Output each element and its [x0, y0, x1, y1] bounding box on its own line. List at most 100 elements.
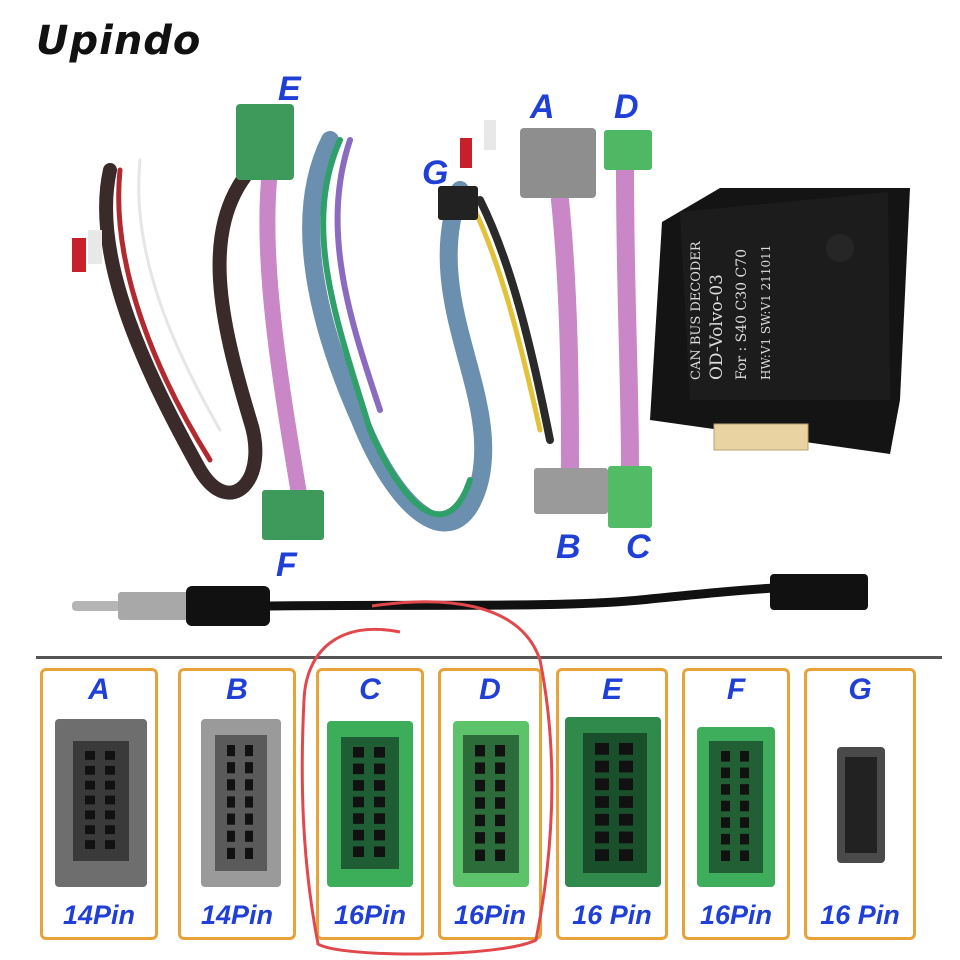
pin-socket	[374, 846, 385, 857]
pin-socket	[85, 780, 95, 790]
pin-socket	[105, 780, 115, 790]
pin-socket	[374, 829, 385, 841]
harness-label-d: D	[614, 88, 639, 126]
pin-socket	[740, 850, 749, 861]
pin-socket	[105, 825, 115, 835]
connector-f-icon	[697, 727, 775, 887]
connector-letter: F	[726, 673, 746, 706]
connector-card-c: C 16Pin	[316, 668, 424, 940]
pin-socket	[85, 840, 95, 849]
pin-socket	[619, 778, 633, 791]
pin-socket	[475, 832, 485, 844]
antenna-cable	[72, 574, 868, 626]
pin-socket	[740, 833, 749, 845]
connector-card-e: E 16 Pin	[556, 668, 668, 940]
connector-pin-count: 16 Pin	[572, 900, 652, 930]
pin-socket	[374, 813, 385, 824]
harness-label-b: B	[556, 528, 581, 566]
harness-label-c: C	[626, 528, 651, 566]
pin-socket	[495, 762, 505, 774]
pin-socket	[721, 817, 730, 828]
connector-pin-count: 14Pin	[62, 900, 136, 930]
connector-g-icon	[837, 747, 885, 863]
pin-socket	[595, 743, 609, 755]
connector-pin-count: 14Pin	[200, 900, 274, 930]
pin-socket	[245, 796, 253, 808]
pin-socket	[721, 800, 730, 812]
pin-socket	[353, 763, 364, 775]
connector-d-icon	[453, 721, 529, 887]
pin-socket	[105, 795, 115, 805]
pin-socket	[227, 813, 235, 825]
pin-socket	[245, 762, 253, 774]
pin-socket	[245, 847, 253, 859]
pin-socket	[353, 846, 364, 857]
pin-socket	[721, 784, 730, 795]
product-photo: CAN BUS DECODER OD-Volvo-03 For : S40 C3…	[72, 104, 910, 626]
pin-socket	[105, 840, 115, 849]
pin-socket	[595, 760, 609, 773]
pin-socket	[475, 797, 485, 809]
pin-socket	[721, 850, 730, 861]
box-line-3: For : S40 C30 C70	[734, 249, 750, 380]
connector-c-icon	[327, 721, 413, 887]
pin-socket	[740, 817, 749, 828]
pin-socket	[85, 795, 95, 805]
pin-socket	[595, 813, 609, 826]
harness-label-g: G	[422, 154, 449, 192]
pin-socket	[105, 810, 115, 820]
pin-socket	[85, 751, 95, 760]
connector-card-d: D 16Pin	[438, 668, 542, 940]
connector-card-g: G 16 Pin	[804, 668, 916, 940]
pin-socket	[721, 833, 730, 845]
pin-socket	[619, 760, 633, 773]
pin-socket	[495, 745, 505, 757]
pin-socket	[353, 829, 364, 841]
box-line-2: OD-Volvo-03	[707, 274, 727, 380]
pin-socket	[227, 847, 235, 859]
pin-socket	[85, 810, 95, 820]
pin-socket	[227, 796, 235, 808]
connector-letter: G	[848, 673, 872, 706]
pin-socket	[475, 849, 485, 861]
pin-socket	[721, 751, 730, 762]
pin-socket	[475, 779, 485, 792]
pin-socket	[227, 745, 235, 757]
connector-d-photo	[604, 130, 652, 170]
pin-socket	[374, 763, 385, 775]
connector-e-icon	[565, 717, 661, 887]
connector-card-b: B 14Pin	[178, 668, 296, 940]
pin-socket	[740, 784, 749, 795]
pin-socket	[227, 779, 235, 791]
pin-socket	[595, 796, 609, 808]
pin-socket	[85, 825, 95, 835]
pin-socket	[475, 814, 485, 827]
connector-b-photo	[534, 468, 608, 514]
connector-card-a: A 14Pin	[40, 668, 158, 940]
rca-plugs	[72, 120, 496, 272]
decoder-box	[650, 188, 910, 454]
pin-socket	[475, 762, 485, 774]
wiring-bundles	[99, 131, 639, 532]
pin-socket	[740, 767, 749, 779]
pin-socket	[353, 747, 364, 758]
connector-e-photo	[236, 104, 294, 180]
pin-socket	[374, 747, 385, 758]
pin-socket	[495, 849, 505, 861]
box-line-4: HW:V1 SW:V1 211011	[759, 245, 773, 380]
pin-socket	[740, 800, 749, 812]
pin-socket	[595, 849, 609, 861]
pin-socket	[353, 780, 364, 791]
pin-socket	[105, 765, 115, 775]
pin-socket	[227, 762, 235, 774]
section-divider	[36, 656, 942, 659]
pin-socket	[495, 797, 505, 809]
pin-socket	[245, 745, 253, 757]
connector-c-photo	[608, 466, 652, 528]
connector-letter: B	[226, 673, 248, 706]
connector-pin-count: 16Pin	[699, 900, 773, 930]
connector-letter: A	[88, 673, 110, 706]
pin-socket	[740, 751, 749, 762]
connector-a-photo	[520, 128, 596, 198]
pin-socket	[374, 796, 385, 808]
